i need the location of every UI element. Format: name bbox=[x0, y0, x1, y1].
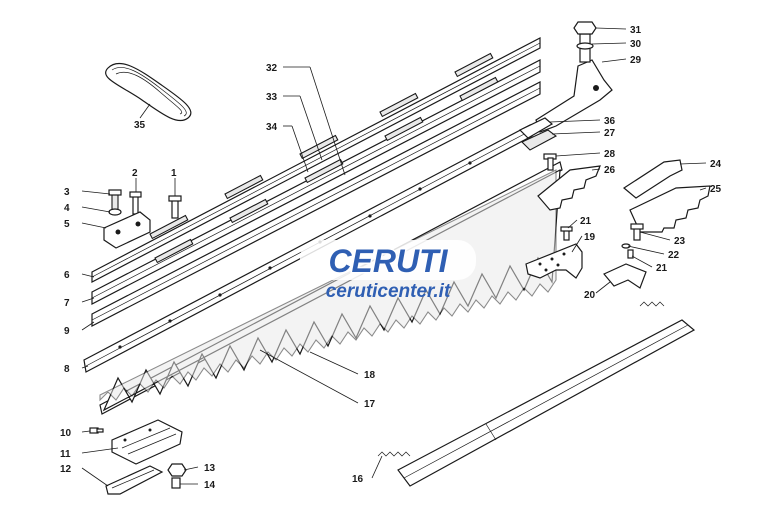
bolt-28 bbox=[543, 153, 557, 171]
callout-10: 10 bbox=[60, 428, 72, 439]
drive-arm-29 bbox=[535, 59, 613, 133]
callout-36: 36 bbox=[604, 116, 616, 127]
callout-7: 7 bbox=[64, 298, 70, 309]
belt-35 bbox=[105, 62, 192, 122]
guard-25 bbox=[629, 185, 711, 233]
callout-28: 28 bbox=[604, 149, 616, 160]
washer-22 bbox=[621, 243, 631, 249]
callout-5: 5 bbox=[64, 219, 70, 230]
callout-numbers: 1 2 3 4 5 6 7 8 9 10 11 12 13 14 16 17 1… bbox=[60, 25, 722, 491]
watermark-plate bbox=[300, 240, 476, 280]
plate-19 bbox=[525, 243, 583, 279]
leader-lines bbox=[81, 27, 707, 487]
callout-3: 3 bbox=[64, 187, 70, 198]
bar-34 bbox=[91, 81, 541, 327]
clamp-5 bbox=[103, 211, 151, 249]
callout-35: 35 bbox=[134, 120, 146, 131]
callout-21b: 21 bbox=[656, 263, 668, 274]
bolt-3 bbox=[108, 189, 122, 211]
callout-20: 20 bbox=[584, 290, 596, 301]
callout-21: 21 bbox=[580, 216, 592, 227]
callout-33: 33 bbox=[266, 92, 278, 103]
pin-30 bbox=[576, 33, 594, 63]
bolt-2 bbox=[129, 191, 142, 215]
callout-13: 13 bbox=[204, 463, 216, 474]
plate-36 bbox=[518, 117, 554, 139]
watermark-site: ceruticenter.it bbox=[326, 281, 451, 302]
plate-27 bbox=[521, 129, 558, 151]
callout-26: 26 bbox=[604, 165, 616, 176]
bolt-23 bbox=[630, 223, 644, 241]
watermark-brand: CERUTI bbox=[328, 243, 448, 279]
bolt-21a bbox=[560, 226, 573, 241]
callout-32: 32 bbox=[266, 63, 278, 74]
guard-row bbox=[99, 169, 557, 402]
callout-9: 9 bbox=[64, 326, 70, 337]
callout-16: 16 bbox=[352, 474, 364, 485]
callout-4: 4 bbox=[64, 203, 70, 214]
callout-11: 11 bbox=[60, 449, 71, 460]
callout-18: 18 bbox=[364, 370, 376, 381]
callout-29: 29 bbox=[630, 55, 642, 66]
callout-22: 22 bbox=[668, 250, 680, 261]
callout-12: 12 bbox=[60, 464, 72, 475]
bolt-21b bbox=[627, 249, 634, 259]
shoe-12 bbox=[105, 465, 164, 495]
callout-6: 6 bbox=[64, 270, 70, 281]
callout-19: 19 bbox=[584, 232, 596, 243]
callout-31: 31 bbox=[630, 25, 642, 36]
nut-13 bbox=[167, 463, 187, 477]
bolt-14 bbox=[171, 477, 181, 489]
washer-4 bbox=[108, 208, 122, 216]
callout-17: 17 bbox=[364, 399, 376, 410]
bolt-10 bbox=[89, 427, 104, 434]
finger-bar-holes bbox=[118, 161, 472, 349]
callout-2: 2 bbox=[132, 168, 138, 179]
callout-14: 14 bbox=[204, 480, 216, 491]
callout-27: 27 bbox=[604, 128, 616, 139]
connecting-rod bbox=[397, 319, 696, 487]
nut-31 bbox=[573, 21, 597, 35]
callout-8: 8 bbox=[64, 364, 70, 375]
callout-34: 34 bbox=[266, 122, 278, 133]
callout-30: 30 bbox=[630, 39, 642, 50]
watermark: CERUTI ceruticenter.it bbox=[300, 240, 476, 302]
guard-11 bbox=[111, 419, 183, 465]
callout-24: 24 bbox=[710, 159, 722, 170]
callout-23: 23 bbox=[674, 236, 686, 247]
callout-1: 1 bbox=[171, 168, 177, 179]
bolt-1 bbox=[168, 195, 182, 219]
bar-32 bbox=[91, 37, 541, 283]
spring-16 bbox=[377, 301, 665, 457]
guard-24 bbox=[622, 159, 683, 199]
guard-26 bbox=[537, 165, 601, 211]
callout-25: 25 bbox=[710, 184, 722, 195]
plate-20 bbox=[603, 263, 647, 289]
bar-slots bbox=[149, 52, 499, 264]
